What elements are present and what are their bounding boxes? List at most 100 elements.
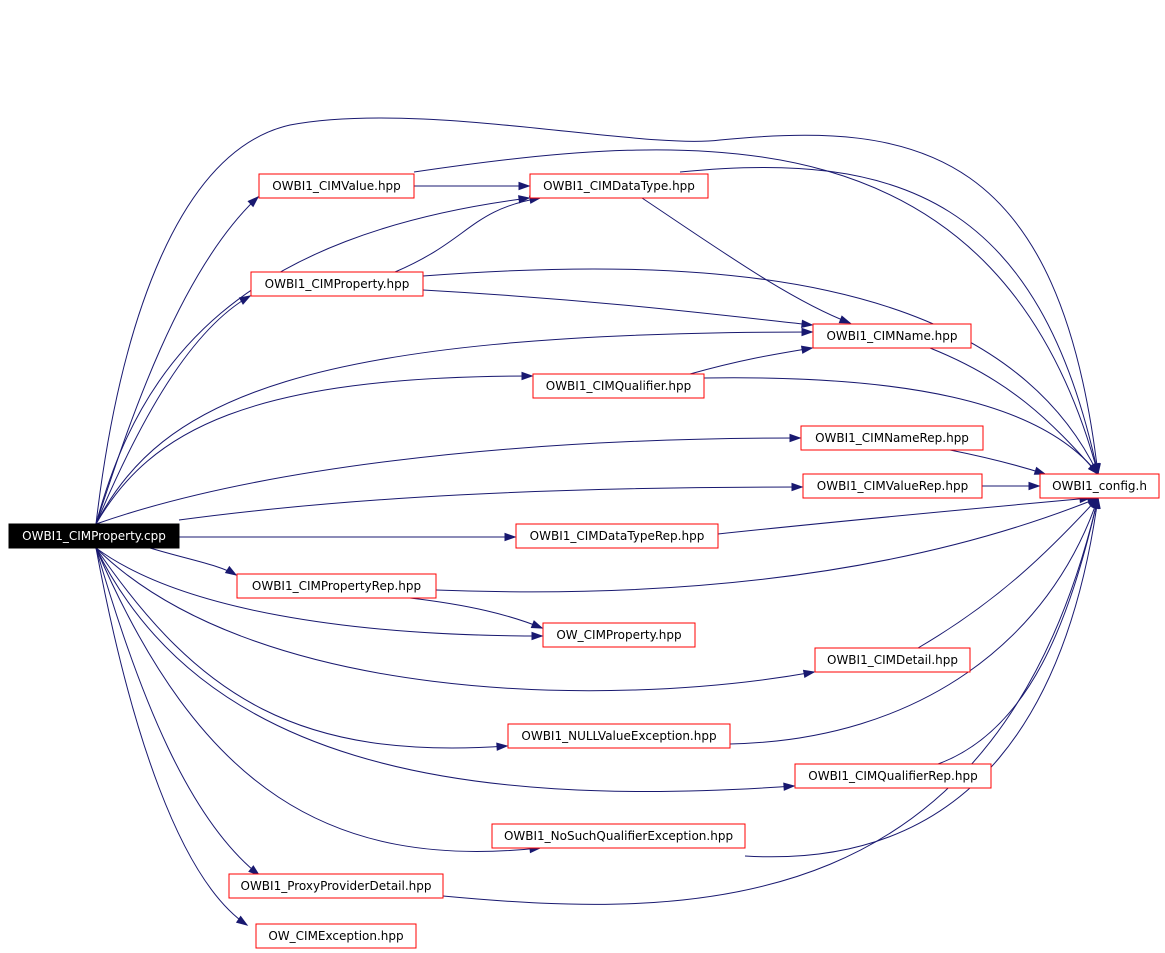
node-nosuchqualexc[interactable]: OWBI1_NoSuchQualifierException.hpp (491, 823, 746, 849)
edge-arrowhead (235, 915, 249, 926)
edge-nullvalueexc-to-config (729, 496, 1099, 745)
edge-line (95, 547, 508, 749)
edge-line (95, 547, 248, 926)
edge-arrowhead (238, 295, 252, 305)
edge-line (409, 597, 543, 629)
node-box[interactable] (258, 173, 415, 199)
node-cimname[interactable]: OWBI1_CIMName.hpp (812, 323, 972, 349)
edge-line (149, 547, 237, 576)
edge-arrowhead (800, 345, 814, 354)
node-cimvaluerep[interactable]: OWBI1_CIMValueRep.hpp (802, 473, 983, 499)
node-box[interactable] (491, 823, 746, 849)
edge-arrowhead (496, 742, 509, 751)
edge-cimvaluerep-to-config (982, 481, 1041, 491)
edge-arrowhead (801, 319, 814, 329)
node-label: OWBI1_CIMValueRep.hpp (817, 479, 968, 493)
node-box[interactable] (1039, 473, 1160, 499)
edge-line (95, 295, 251, 525)
node-label: OWBI1_CIMPropertyRep.hpp (252, 579, 421, 593)
edge-arrowhead (801, 327, 814, 337)
edge-cimqualifierrep-to-config (937, 496, 1100, 765)
edge-root-to-nullvalueexc (95, 547, 509, 751)
node-cimdatatyperep[interactable]: OWBI1_CIMDataTypeRep.hpp (515, 523, 719, 549)
edge-root-to-cimqualifierrep (95, 547, 796, 792)
node-box[interactable] (236, 573, 437, 599)
node-label: OWBI1_NoSuchQualifierException.hpp (504, 829, 733, 843)
node-cimdatatype[interactable]: OWBI1_CIMDataType.hpp (529, 173, 709, 199)
edge-line (689, 347, 813, 375)
node-label: OWBI1_config.h (1052, 479, 1147, 493)
edge-line (703, 377, 1099, 475)
edge-line (422, 289, 813, 326)
edge-arrowhead (783, 782, 796, 791)
edge-line (717, 497, 1091, 535)
edges-layer (95, 117, 1101, 926)
node-box[interactable] (812, 323, 972, 349)
edge-line (679, 166, 1099, 475)
edge-cimdetail-to-config (917, 496, 1100, 649)
node-config[interactable]: OWBI1_config.h (1039, 473, 1160, 499)
node-box[interactable] (800, 425, 984, 451)
edge-arrowhead (247, 195, 260, 208)
node-cimnamerep[interactable]: OWBI1_CIMNameRep.hpp (800, 425, 984, 451)
edge-proxyprovider-to-config (442, 496, 1100, 905)
node-cimvalue[interactable]: OWBI1_CIMValue.hpp (258, 173, 415, 199)
edge-cimvalue-to-cimdatatype (414, 181, 531, 191)
node-ow_cimexception[interactable]: OW_CIMException.hpp (255, 923, 417, 949)
edge-line (641, 197, 851, 324)
edge-root-to-cimnamerep (95, 433, 802, 525)
edge-cimnamerep-to-config (949, 449, 1047, 475)
node-cimdetail[interactable]: OWBI1_CIMDetail.hpp (814, 647, 971, 673)
edge-cimproperty_hpp-to-cimname (422, 289, 814, 329)
edge-arrowhead (224, 565, 238, 576)
edge-arrowhead (1033, 466, 1047, 475)
edge-root-to-cimqualifier (95, 371, 534, 525)
node-box[interactable] (515, 523, 719, 549)
node-label: OWBI1_CIMProperty.hpp (265, 277, 410, 291)
edge-line (95, 547, 541, 852)
edge-arrowhead (530, 620, 544, 629)
edge-cimdatatype-to-cimname (641, 197, 852, 324)
node-label: OWBI1_CIMDataType.hpp (543, 179, 695, 193)
node-label: OWBI1_NULLValueException.hpp (521, 729, 716, 743)
edge-line (442, 497, 1099, 905)
node-nullvalueexc[interactable]: OWBI1_NULLValueException.hpp (507, 723, 731, 749)
edge-line (929, 347, 1099, 475)
node-label: OW_CIMProperty.hpp (556, 628, 681, 642)
edge-line (422, 268, 1099, 475)
node-label: OW_CIMException.hpp (268, 929, 403, 943)
node-box (8, 523, 180, 549)
node-ow_cimproperty[interactable]: OW_CIMProperty.hpp (542, 622, 696, 648)
node-box[interactable] (529, 173, 709, 199)
node-proxyprovider[interactable]: OWBI1_ProxyProviderDetail.hpp (228, 873, 444, 899)
edge-root-to-proxyprovider (95, 547, 261, 876)
edge-arrowhead (504, 532, 517, 542)
node-box[interactable] (542, 622, 696, 648)
node-cimqualifierrep[interactable]: OWBI1_CIMQualifierRep.hpp (794, 763, 992, 789)
node-box[interactable] (814, 647, 971, 673)
node-cimpropertyrep[interactable]: OWBI1_CIMPropertyRep.hpp (236, 573, 437, 599)
edge-arrowhead (791, 482, 804, 492)
node-cimproperty_hpp[interactable]: OWBI1_CIMProperty.hpp (250, 271, 424, 297)
edge-cimname-to-config (929, 347, 1100, 476)
node-box[interactable] (255, 923, 417, 949)
node-label: OWBI1_CIMProperty.cpp (22, 529, 166, 543)
edge-line (95, 375, 533, 525)
edge-arrowhead (531, 631, 544, 641)
edge-line (729, 497, 1099, 745)
edge-line (95, 197, 530, 525)
edge-line (95, 331, 813, 525)
node-box[interactable] (532, 373, 705, 399)
edge-root-to-cimpropertyrep (149, 547, 238, 576)
edge-line (744, 497, 1099, 858)
node-box[interactable] (802, 473, 983, 499)
edge-arrowhead (802, 669, 816, 678)
node-box[interactable] (228, 873, 444, 899)
node-box[interactable] (250, 271, 424, 297)
node-cimqualifier[interactable]: OWBI1_CIMQualifier.hpp (532, 373, 705, 399)
node-box[interactable] (507, 723, 731, 749)
node-box[interactable] (794, 763, 992, 789)
edge-root-to-cimname (95, 327, 814, 525)
